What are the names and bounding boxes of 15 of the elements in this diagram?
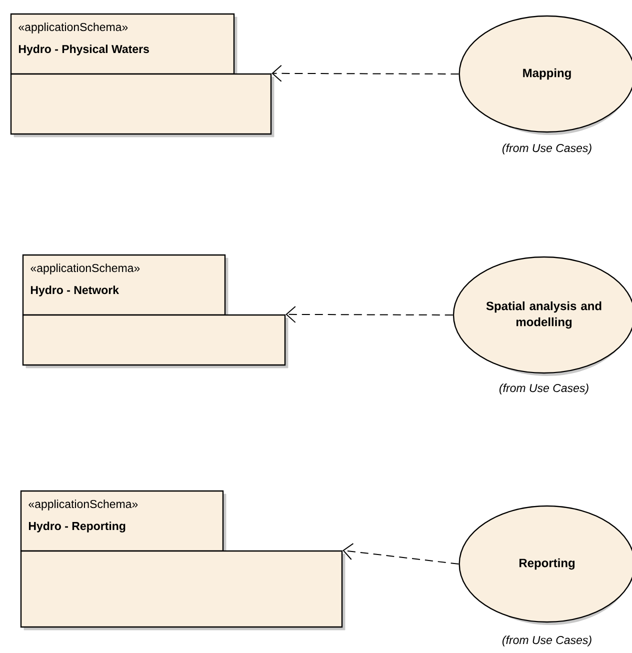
node-label: Hydro - Physical Waters <box>18 44 149 56</box>
node-label: Hydro - Reporting <box>28 522 126 532</box>
package-box: «applicationSchema» Hydro - Physical Waters <box>10 13 274 138</box>
origin-note: (from Use Cases) <box>502 636 592 646</box>
dependency-arrow <box>286 306 454 323</box>
origin-note: (from Use Cases) <box>502 144 592 154</box>
package-box: «applicationSchema» Hydro - Network <box>22 254 288 368</box>
origin-note: (from Use Cases) <box>500 384 588 394</box>
package-box: «applicationSchema» Hydro - Reporting <box>20 490 346 630</box>
dependency-arrow <box>342 543 460 564</box>
node-label: «applicationSchema» <box>30 264 140 274</box>
dependency-arrow <box>272 64 460 82</box>
node-label: «applicationSchema» <box>18 22 128 34</box>
node-label: Hydro - Network <box>30 286 120 296</box>
node-label: «applicationSchema» <box>28 500 138 510</box>
